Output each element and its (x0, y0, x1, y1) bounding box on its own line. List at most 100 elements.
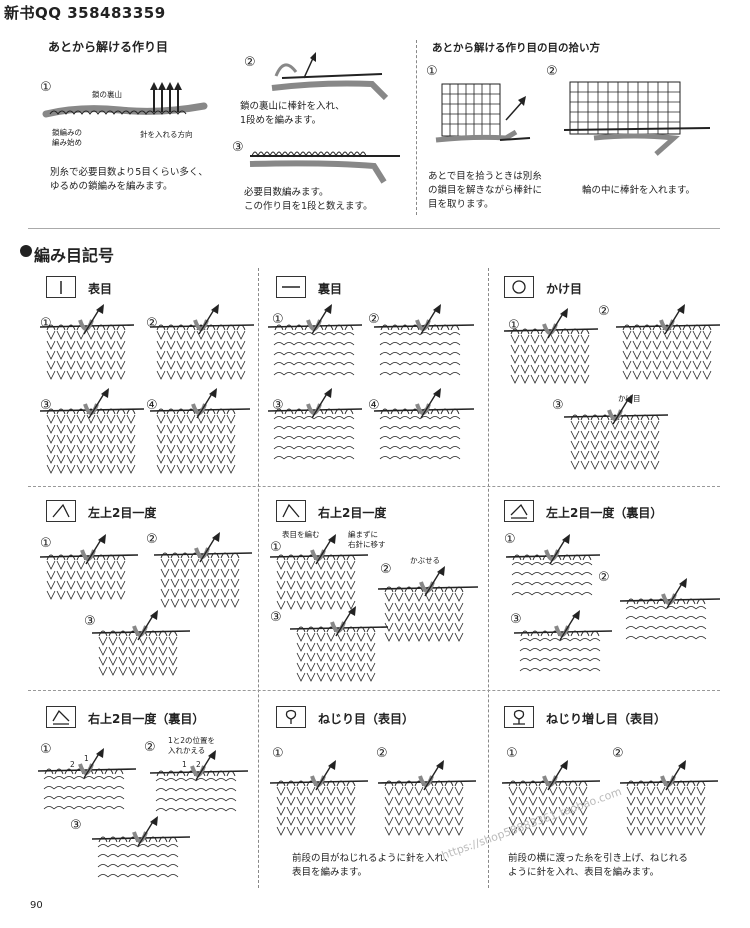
ssp-label-1a: 1 (84, 754, 89, 763)
p2tog-step3-num: ③ (510, 612, 522, 627)
ssk-symbol-icon (282, 503, 300, 518)
yarnover-swatch-3 (563, 394, 669, 476)
p2tog-stitch-name: 左上2目一度（裏目） (546, 506, 663, 520)
knit-swatch-2 (149, 304, 255, 386)
ssk-note-slip: 編まずに 右針に移す (348, 530, 386, 549)
chain-illustration (42, 82, 208, 118)
k2tog-symbol-icon (52, 503, 70, 518)
purl-step4-num: ④ (368, 398, 380, 413)
ssp-step1-num: ① (40, 742, 52, 757)
twisted-symbol-icon (285, 709, 297, 724)
purl-stitch-name: 裏目 (318, 282, 343, 296)
ssk-swatch-3 (289, 606, 389, 682)
purl-step3-num: ③ (272, 398, 284, 413)
ssp-label-2a: 2 (70, 760, 75, 769)
twisted-stitch-name: ねじり目（表目） (318, 712, 415, 726)
p2tog-swatch-3 (513, 610, 613, 680)
title-bullet-icon (20, 245, 32, 257)
twisted-swatch-2 (377, 760, 477, 838)
tr-caption2: 輪の中に棒針を入れます。 (582, 185, 696, 196)
grid-divider-v2 (488, 268, 489, 888)
tl-step3-num: ③ (232, 140, 244, 155)
purl-swatch-3 (267, 388, 363, 472)
ssp-symbol-icon (52, 709, 70, 725)
label-needle-direction: 針を入れる方向 (140, 130, 193, 139)
knit-step3-num: ③ (40, 398, 52, 413)
p2tog-swatch-2 (619, 578, 721, 648)
header-title: 新书QQ 358483359 (4, 4, 166, 22)
grid-divider-h1 (28, 486, 720, 487)
p2tog-step1-num: ① (504, 532, 516, 547)
m1-step2-num: ② (612, 746, 624, 761)
k2tog-step1-num: ① (40, 536, 52, 551)
tr-step2-num: ② (546, 64, 558, 79)
ssk-swatch-2 (377, 566, 479, 642)
grid-divider-v1 (258, 268, 259, 888)
knit-swatch-4 (149, 388, 251, 476)
k2tog-symbol-box (46, 500, 76, 522)
twisted-step2-num: ② (376, 746, 388, 761)
top-vertical-divider (416, 40, 417, 215)
knit-stitch-name: 表目 (88, 282, 113, 296)
m1-stitch-name: ねじり増し目（表目） (546, 712, 667, 726)
k2tog-step3-num: ③ (84, 614, 96, 629)
pickup-step2-illustration (563, 81, 711, 156)
ssk-step1-num: ① (270, 540, 282, 555)
tr-step1-num: ① (426, 64, 438, 79)
ssp-note-swap: 1と2の位置を 入れかえる (168, 736, 216, 755)
chain-needle-step2-illustration (271, 52, 389, 101)
label-chain-start: 鎖編みの 編み始め (52, 128, 82, 147)
ssp-symbol-box (46, 706, 76, 728)
m1-symbol-icon (513, 709, 525, 725)
page-number: 90 (30, 900, 43, 911)
ssk-step3-num: ③ (270, 610, 282, 625)
knit-swatch-3 (39, 388, 145, 476)
ssk-note-knit: 表目を編む (282, 530, 320, 539)
yarnover-stitch-name: かけ目 (546, 282, 583, 296)
purl-symbol-icon (282, 286, 300, 288)
m1-step1-num: ① (506, 746, 518, 761)
yarnover-step2-num: ② (598, 304, 610, 319)
top-left-title: あとから解ける作り目 (48, 40, 169, 54)
ssk-stitch-name: 右上2目一度 (318, 506, 387, 520)
knit-symbol-box (46, 276, 76, 298)
p2tog-step2-num: ② (598, 570, 610, 585)
purl-swatch-1 (267, 304, 363, 388)
ssp-step2-num: ② (144, 740, 156, 755)
yarnover-symbol-icon (512, 280, 526, 294)
yarnover-swatch-2 (615, 304, 721, 386)
knit-step4-num: ④ (146, 398, 158, 413)
ssp-label-2b: 2 (196, 760, 201, 769)
ssp-swatch-2 (149, 750, 249, 820)
ssp-swatch-1 (37, 748, 137, 818)
k2tog-step2-num: ② (146, 532, 158, 547)
pickup-step1-illustration (435, 83, 531, 143)
k2tog-stitch-name: 左上2目一度 (88, 506, 157, 520)
top-right-title: あとから解ける作り目の目の拾い方 (432, 42, 600, 54)
ssp-swatch-3 (91, 816, 191, 886)
ssp-step3-num: ③ (70, 818, 82, 833)
ssk-symbol-box (276, 500, 306, 522)
ssp-stitch-name: 右上2目一度（裏目） (88, 712, 205, 726)
yarnover-step3-num: ③ (552, 398, 564, 413)
knit-swatch-1 (39, 304, 135, 386)
yarnover-symbol-box (504, 276, 534, 298)
knit-step2-num: ② (146, 316, 158, 331)
m1-swatch-2 (619, 760, 719, 838)
yarnover-swatch-1 (503, 308, 599, 388)
twisted-caption: 前段の目がねじれるように針を入れ、 表目を編みます。 (292, 853, 454, 878)
chain-needle-step3-illustration (249, 151, 400, 184)
tl-step1-num: ① (40, 80, 52, 95)
k2tog-swatch-2 (153, 532, 253, 608)
m1-symbol-box (504, 706, 534, 728)
section-divider (28, 228, 720, 229)
twisted-swatch-1 (269, 760, 369, 838)
purl-step1-num: ① (272, 312, 284, 327)
twisted-symbol-box (276, 706, 306, 728)
knit-step1-num: ① (40, 316, 52, 331)
p2tog-symbol-icon (510, 503, 528, 519)
main-title: 編み目記号 (34, 246, 115, 265)
ssk-step2-num: ② (380, 562, 392, 577)
tr-caption1: あとで目を拾うときは別糸 の鎖目を解きながら棒針に 目を取ります。 (428, 171, 543, 210)
